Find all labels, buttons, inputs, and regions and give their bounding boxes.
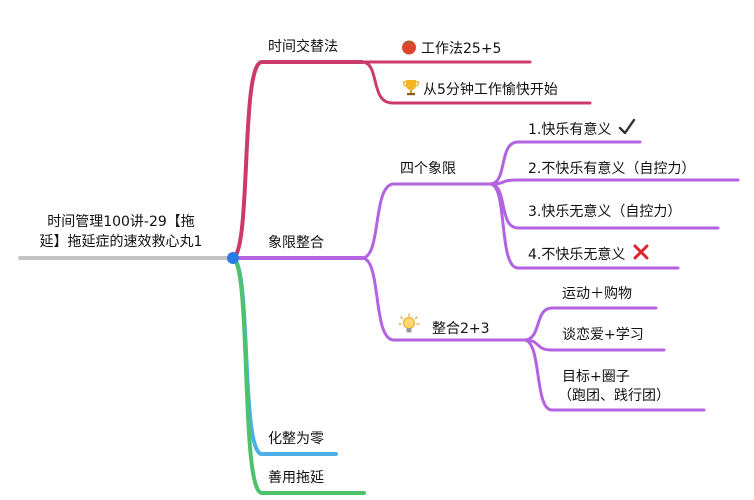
branch-line-combine — [360, 256, 526, 342]
branch-line-q1 — [488, 140, 642, 186]
branch-line-time-alternation — [230, 60, 364, 260]
lightbulb-icon — [398, 313, 420, 340]
root-title-line1: 时间管理100讲-29【拖 — [47, 214, 195, 230]
branch-use-delay-label: 善用拖延 — [268, 470, 324, 486]
goal-circle-node: 目标+圈子 （跑团、践行团） — [558, 368, 670, 406]
quadrant-3-label: 3.快乐无意义（自控力） — [528, 204, 682, 220]
branch-time-alternation-label: 时间交替法 — [268, 39, 338, 55]
tomato-method-label: 工作法25+5 — [421, 41, 502, 57]
quadrant-4-node: 4.不快乐无意义 — [528, 243, 653, 266]
branch-line-q4 — [488, 182, 680, 270]
combine-node: 整合2+3 — [398, 313, 490, 340]
trophy-icon — [402, 78, 420, 101]
root-title-line2: 延】拖延症的速效救心丸1 — [39, 234, 203, 250]
tomato-method-node: 工作法25+5 — [400, 37, 501, 60]
sport-shopping-label: 运动＋购物 — [562, 286, 632, 302]
combine-label: 整合2+3 — [432, 321, 490, 337]
quadrant-2-label: 2.不快乐有意义（自控力） — [528, 161, 696, 177]
quadrant-1-label: 1.快乐有意义 — [528, 122, 612, 138]
check-mark-icon — [618, 118, 636, 141]
quadrant-4-label: 4.不快乐无意义 — [528, 247, 626, 263]
five-minutes-node: 从5分钟工作愉快开始 — [402, 78, 558, 101]
branch-line-use-delay — [230, 256, 366, 495]
branch-line-goal-circle — [522, 338, 706, 412]
root-title: 时间管理100讲-29【拖 延】拖延症的速效救心丸1 — [14, 212, 228, 252]
goal-circle-line2: （跑团、践行团） — [558, 388, 670, 404]
branch-quadrant-label: 象限整合 — [268, 235, 324, 251]
goal-circle-line1: 目标+圈子 — [562, 369, 630, 385]
branch-line-q2 — [488, 178, 740, 186]
branch-break-down-label: 化整为零 — [268, 431, 324, 447]
cross-mark-icon — [632, 243, 650, 266]
quadrant-1-node: 1.快乐有意义 — [528, 118, 639, 141]
tomato-icon — [400, 37, 418, 60]
root-node-dot — [227, 252, 239, 264]
love-study-label: 谈恋爱+学习 — [562, 327, 644, 343]
branch-line-four-quadrants — [360, 182, 492, 260]
four-quadrants-label: 四个象限 — [400, 161, 456, 177]
five-minutes-label: 从5分钟工作愉快开始 — [423, 82, 558, 98]
branch-line-five-minutes — [360, 60, 592, 105]
